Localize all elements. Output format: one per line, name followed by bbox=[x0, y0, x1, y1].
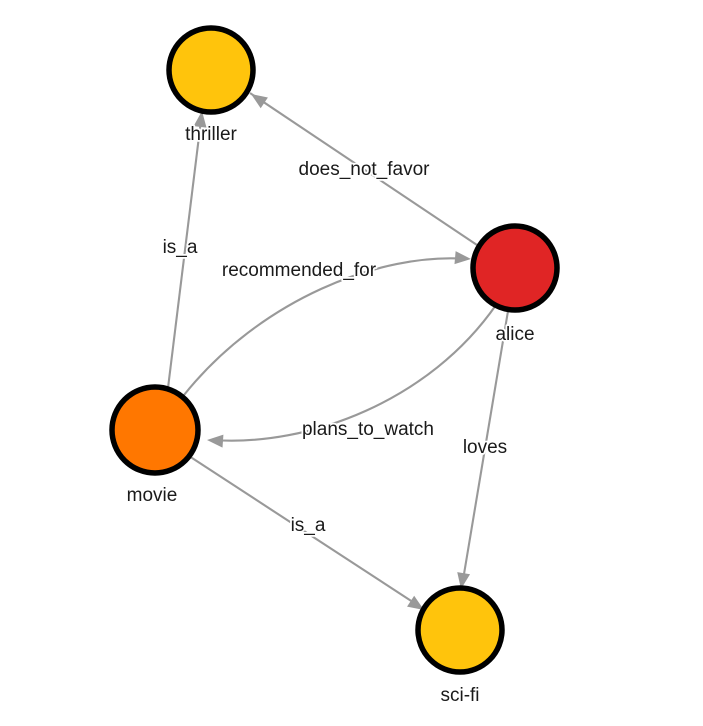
edge-label-text: loves bbox=[463, 437, 507, 458]
edge-movie-scifi bbox=[188, 455, 423, 609]
node-sci-fi[interactable] bbox=[415, 585, 505, 675]
edge-alice-movie bbox=[211, 304, 497, 442]
node-alice[interactable] bbox=[470, 223, 560, 313]
edge-alice-scifi bbox=[460, 310, 510, 587]
edge-movie-thriller bbox=[166, 111, 204, 389]
edge-label-text: recommended_for bbox=[222, 260, 377, 281]
arrowhead-movie-thriller bbox=[193, 111, 207, 128]
edge-label-text: is_a bbox=[291, 515, 326, 536]
node-label-text: thriller bbox=[185, 124, 237, 145]
arrowhead-movie-alice bbox=[454, 251, 471, 265]
arrowhead-alice-movie bbox=[207, 434, 224, 448]
svg-text:alice: alice bbox=[495, 324, 534, 345]
edge-alice-thriller bbox=[249, 92, 478, 246]
edge-labels-layer: does_not_favordoes_not_favoris_ais_areco… bbox=[161, 157, 509, 538]
node-label-text: movie bbox=[127, 485, 178, 506]
svg-text:recommended_for: recommended_for bbox=[222, 260, 377, 281]
node-label-text: alice bbox=[495, 324, 534, 345]
svg-text:sci-fi: sci-fi bbox=[440, 685, 479, 706]
node-movie[interactable] bbox=[109, 384, 201, 476]
arrowhead-alice-thriller bbox=[251, 94, 268, 109]
svg-text:does_not_favor: does_not_favor bbox=[299, 159, 431, 180]
edge-label-movie-scifi: is_ais_a bbox=[289, 513, 328, 538]
svg-text:is_a: is_a bbox=[163, 237, 198, 258]
edge-movie-alice bbox=[183, 257, 469, 396]
svg-text:loves: loves bbox=[463, 437, 507, 458]
edge-label-text: does_not_favor bbox=[299, 159, 431, 180]
arrowheads-layer bbox=[193, 94, 471, 610]
node-thriller[interactable] bbox=[166, 25, 256, 115]
svg-text:thriller: thriller bbox=[185, 124, 237, 145]
arrowhead-movie-scifi bbox=[407, 595, 424, 610]
nodes-layer bbox=[109, 25, 560, 675]
svg-text:movie: movie bbox=[127, 485, 178, 506]
arrowhead-alice-scifi bbox=[457, 572, 471, 589]
edge-label-text: plans_to_watch bbox=[302, 419, 434, 440]
edge-label-text: is_a bbox=[163, 237, 198, 258]
edge-label-movie-thriller: is_ais_a bbox=[161, 235, 200, 260]
edges-layer bbox=[166, 92, 510, 609]
svg-text:plans_to_watch: plans_to_watch bbox=[302, 419, 434, 440]
svg-text:is_a: is_a bbox=[291, 515, 326, 536]
node-label-text: sci-fi bbox=[440, 685, 479, 706]
